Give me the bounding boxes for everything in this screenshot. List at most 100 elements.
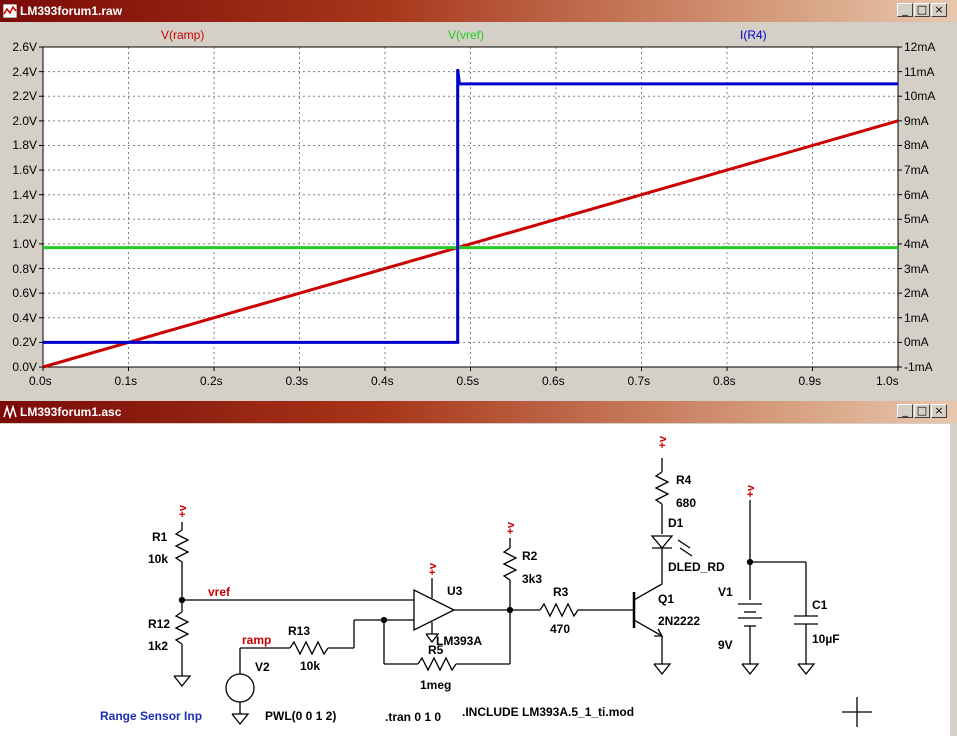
r2-resistor[interactable] <box>502 538 518 610</box>
supply-flag-label: +v <box>505 522 517 535</box>
schematic-titlebar[interactable]: LM393forum1.asc _ □ × <box>0 401 957 423</box>
r3-label[interactable]: R3 <box>553 585 569 599</box>
ramp-net-label[interactable]: ramp <box>242 633 272 647</box>
maximize-button[interactable]: □ <box>914 404 930 418</box>
r3-value[interactable]: 470 <box>550 622 571 636</box>
right-tick-label: 11mA <box>904 64 935 79</box>
q1-value[interactable]: 2N2222 <box>658 614 701 628</box>
tran-directive[interactable]: .tran 0 1 0 <box>385 710 442 724</box>
d1-value[interactable]: DLED_RD <box>668 560 725 574</box>
left-tick-label: 1.2V <box>12 212 37 227</box>
r4-label[interactable]: R4 <box>676 473 692 487</box>
q1-label[interactable]: Q1 <box>658 592 675 606</box>
trace-label-ramp[interactable]: V(ramp) <box>161 28 205 42</box>
junction-dot <box>178 596 186 604</box>
x-tick-label: 0.9s <box>798 374 822 388</box>
left-tick-label: 2.2V <box>12 89 37 104</box>
r12-value[interactable]: 1k2 <box>148 639 169 653</box>
left-tick-label: 2.4V <box>12 64 37 79</box>
r4-resistor[interactable] <box>654 458 670 534</box>
x-tick-label: 0.6s <box>542 374 565 388</box>
r1-resistor[interactable] <box>174 522 190 600</box>
right-tick-label: 10mA <box>904 89 936 104</box>
close-button[interactable]: × <box>931 404 947 418</box>
right-tick-label: 5mA <box>904 212 929 227</box>
r13-value[interactable]: 10k <box>300 659 321 673</box>
q1-transistor[interactable] <box>632 570 672 676</box>
trace-label-ir4[interactable]: I(R4) <box>740 28 767 42</box>
r5-label[interactable]: R5 <box>428 643 444 657</box>
right-tick-label: 1mA <box>904 310 929 325</box>
right-tick-label: 4mA <box>904 236 929 251</box>
waveform-chart[interactable] <box>0 0 957 400</box>
r12-label[interactable]: R12 <box>148 617 171 631</box>
d1-label[interactable]: D1 <box>668 516 684 530</box>
supply-flag-label: +v <box>657 436 669 449</box>
vertical-scrollbar[interactable] <box>950 424 957 736</box>
u3-label[interactable]: U3 <box>447 584 463 598</box>
right-tick-label: 3mA <box>904 261 929 276</box>
r2-value[interactable]: 3k3 <box>522 572 543 586</box>
left-tick-label: 1.6V <box>12 163 37 178</box>
x-tick-label: 0.5s <box>456 374 480 388</box>
x-tick-label: 0.8s <box>713 374 736 388</box>
r13-label[interactable]: R13 <box>288 624 311 638</box>
waveform-window: LM393forum1.raw _ □ × V(ramp) V(vref) I(… <box>0 0 957 400</box>
r1-label[interactable]: R1 <box>152 530 168 544</box>
right-tick-label: 12mA <box>904 40 936 54</box>
schematic-window-title: LM393forum1.asc <box>20 405 122 419</box>
junction-dot <box>746 558 754 566</box>
v1-label[interactable]: V1 <box>718 585 733 599</box>
supply-flag-label: +v <box>745 485 757 498</box>
waveform-window-title: LM393forum1.raw <box>20 4 123 18</box>
u3-comparator[interactable] <box>413 578 540 644</box>
v1-value[interactable]: 9V <box>718 638 733 652</box>
ground-symbol <box>173 675 192 688</box>
r1-value[interactable]: 10k <box>148 552 169 566</box>
pwl-directive[interactable]: PWL(0 0 1 2) <box>265 709 337 723</box>
series-line-0 <box>42 119 899 369</box>
maximize-button[interactable]: □ <box>914 3 930 17</box>
x-tick-label: 0.0s <box>29 374 52 388</box>
r5-resistor[interactable] <box>383 610 511 672</box>
series-line-2 <box>43 68 898 344</box>
left-tick-label: 0.8V <box>12 261 37 276</box>
x-tick-label: 0.4s <box>371 374 394 388</box>
r4-value[interactable]: 680 <box>676 496 697 510</box>
r3-resistor[interactable] <box>539 602 634 618</box>
x-tick-label: 0.3s <box>285 374 309 388</box>
vref-net-label[interactable]: vref <box>208 585 231 599</box>
right-tick-label: 6mA <box>904 187 929 202</box>
left-tick-label: 0.2V <box>12 335 37 350</box>
r2-label[interactable]: R2 <box>522 549 538 563</box>
right-tick-label: 2mA <box>904 286 929 301</box>
left-tick-label: 1.4V <box>12 187 37 202</box>
c1-capacitor[interactable] <box>794 562 818 676</box>
left-tick-label: 1.8V <box>12 138 37 153</box>
minimize-button[interactable]: _ <box>897 404 913 418</box>
close-button[interactable]: × <box>931 3 947 17</box>
range-sensor-comment[interactable]: Range Sensor Inp <box>100 709 203 723</box>
minimize-button[interactable]: _ <box>897 3 913 17</box>
x-tick-label: 0.1s <box>114 374 138 388</box>
waveform-titlebar[interactable]: LM393forum1.raw _ □ × <box>0 0 957 22</box>
c1-value[interactable]: 10µF <box>812 632 840 646</box>
include-directive[interactable]: .INCLUDE LM393A.5_1_ti.mod <box>462 705 635 719</box>
trace-label-vref[interactable]: V(vref) <box>448 28 484 42</box>
r5-value[interactable]: 1meg <box>420 678 452 692</box>
left-tick-label: 0.4V <box>12 310 37 325</box>
x-tick-label: 0.2s <box>200 374 223 388</box>
u3-value[interactable]: LM393A <box>436 634 483 648</box>
left-tick-label: 2.0V <box>12 113 37 128</box>
plot-border <box>42 46 899 368</box>
v2-source[interactable] <box>225 648 255 726</box>
right-tick-label: 7mA <box>904 163 929 178</box>
crosshair-cursor <box>842 697 872 727</box>
schematic-icon <box>3 405 17 419</box>
left-tick-label: 0.0V <box>12 360 37 374</box>
schematic-canvas[interactable] <box>0 424 950 736</box>
d1-led[interactable] <box>650 535 693 570</box>
c1-label[interactable]: C1 <box>812 598 828 612</box>
v2-label[interactable]: V2 <box>255 660 270 674</box>
v1-battery[interactable] <box>738 500 762 676</box>
